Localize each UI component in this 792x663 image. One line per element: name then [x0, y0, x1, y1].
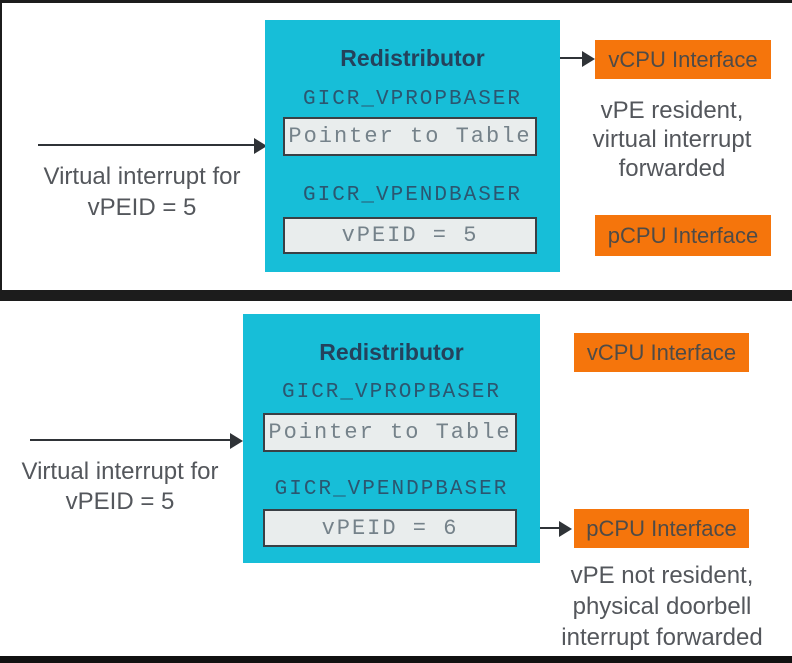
result-caption: vPE not resident, physical doorbell inte…	[546, 560, 778, 653]
arrow-right-icon	[254, 138, 267, 154]
gicr-vpropbaser-register-name: GICR_VPROPBASER	[302, 88, 523, 111]
pcpu-interface-box: pCPU Interface	[574, 509, 749, 548]
gicr-vpropbaser-value-box: Pointer to Table	[283, 117, 537, 156]
to-pcpu-arrow-line	[540, 527, 561, 529]
incoming-interrupt-arrow-line	[38, 144, 256, 146]
arrow-right-icon	[559, 521, 572, 537]
redistributor-box: Redistributor GICR_VPROPBASER Pointer to…	[265, 20, 560, 272]
result-caption-line3: interrupt forwarded	[561, 624, 763, 651]
redistributor-title: Redistributor	[340, 45, 485, 71]
incoming-interrupt-label-line2: vPEID = 5	[65, 488, 175, 515]
redistributor-title: Redistributor	[319, 339, 464, 365]
result-caption: vPE resident, virtual interrupt forwarde…	[572, 96, 772, 183]
incoming-interrupt-label: Virtual interrupt for vPEID = 5	[5, 457, 235, 517]
gicr-vpendbaser-value-box: vPEID = 5	[283, 217, 537, 254]
arrow-right-icon	[582, 51, 595, 67]
result-caption-line3: forwarded	[618, 155, 726, 182]
pcpu-interface-box: pCPU Interface	[595, 215, 771, 256]
panel-divider-bar	[0, 290, 792, 301]
gicr-vpendbaser-register-name: GICR_VPENDBASER	[302, 184, 523, 207]
redistributor-box: Redistributor GICR_VPROPBASER Pointer to…	[243, 314, 540, 563]
incoming-interrupt-label-line2: vPEID = 5	[87, 194, 197, 221]
left-frame-bar	[0, 0, 2, 290]
vcpu-interface-box: vCPU Interface	[595, 40, 771, 79]
result-caption-line1: vPE resident,	[600, 97, 744, 124]
result-caption-line2: virtual interrupt	[592, 126, 752, 153]
to-vcpu-arrow-line	[560, 57, 583, 59]
arrow-right-icon	[230, 433, 243, 449]
gicr-vpendpbaser-value-box: vPEID = 6	[263, 509, 517, 547]
top-frame-bar	[0, 0, 792, 3]
vcpu-interface-box: vCPU Interface	[574, 333, 749, 372]
gicr-vpropbaser-register-name: GICR_VPROPBASER	[281, 381, 502, 404]
incoming-interrupt-label: Virtual interrupt for vPEID = 5	[22, 161, 262, 223]
bottom-frame-bar	[0, 656, 792, 663]
incoming-interrupt-label-line1: Virtual interrupt for	[21, 458, 219, 485]
incoming-interrupt-label-line1: Virtual interrupt for	[43, 163, 241, 190]
gicr-vpendpbaser-register-name: GICR_VPENDPBASER	[274, 478, 509, 501]
result-caption-line2: physical doorbell	[572, 593, 752, 620]
gicr-vpropbaser-value-box: Pointer to Table	[263, 413, 517, 452]
incoming-interrupt-arrow-line	[30, 439, 232, 441]
result-caption-line1: vPE not resident,	[570, 562, 754, 589]
